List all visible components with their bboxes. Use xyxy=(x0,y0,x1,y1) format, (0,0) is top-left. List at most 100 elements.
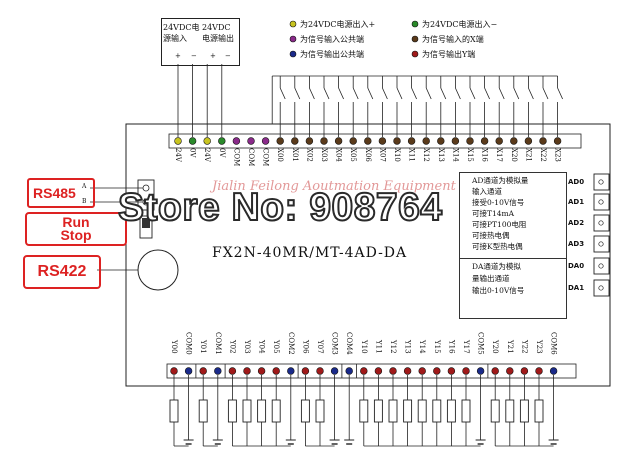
output-load xyxy=(257,399,267,423)
output-load xyxy=(315,399,325,423)
top-terminal-label: 0V xyxy=(217,148,226,158)
channel-da1: DA1 xyxy=(568,284,585,292)
power-label-box xyxy=(161,18,240,66)
top-terminal-com xyxy=(247,137,255,145)
rs485-connector xyxy=(137,179,155,211)
analog-pin xyxy=(598,220,604,226)
switch-blade xyxy=(498,87,505,100)
bottom-terminal-label: Y22 xyxy=(520,340,529,354)
bottom-terminal-label: Y07 xyxy=(316,340,324,354)
top-terminal-label: X14 xyxy=(451,148,460,162)
bottom-terminal-y02 xyxy=(228,367,237,375)
bottom-terminal-y12 xyxy=(389,367,397,375)
bottom-terminal-label: Y12 xyxy=(389,340,397,354)
top-terminal-com xyxy=(232,137,241,145)
top-terminal-0v xyxy=(188,137,197,145)
bottom-terminal-y13 xyxy=(403,367,412,375)
top-terminal-label: X10 xyxy=(393,148,401,162)
bottom-terminal-y14 xyxy=(418,367,426,375)
top-terminal-label: X23 xyxy=(553,148,562,162)
rs485-b-label: B xyxy=(82,198,87,205)
top-terminal-x06 xyxy=(364,137,372,145)
bottom-terminal-label: Y13 xyxy=(403,340,412,354)
top-terminal-x05 xyxy=(349,137,357,145)
top-terminal-label: COM xyxy=(232,148,241,167)
channel-da0: DA0 xyxy=(568,262,585,270)
da-line-2: 量输出通道 xyxy=(472,274,510,283)
top-terminal-x22 xyxy=(539,137,547,145)
output-load xyxy=(300,399,310,423)
top-terminal-label: X02 xyxy=(305,148,314,162)
top-terminal-x21 xyxy=(524,137,533,145)
switch-blade xyxy=(396,87,403,100)
bottom-terminal-label: Y11 xyxy=(374,340,383,354)
top-terminal-label: X21 xyxy=(524,148,533,162)
bottom-terminal-y05 xyxy=(272,367,280,375)
bottom-terminal-label: Y10 xyxy=(359,340,368,354)
bottom-terminal-label: Y16 xyxy=(447,340,456,354)
bottom-terminal-com3 xyxy=(330,367,339,375)
bottom-terminal-label: Y14 xyxy=(418,340,427,354)
stop-text: Stop xyxy=(60,227,92,243)
output-load xyxy=(359,399,369,423)
legend-item-4: 为信号输入的X端 xyxy=(422,35,484,44)
bottom-terminal-com0 xyxy=(184,367,193,375)
legend-dot xyxy=(411,35,419,43)
bottom-terminal-y17 xyxy=(462,367,470,375)
bottom-terminal-label: COM4 xyxy=(345,332,354,355)
top-terminal-strip xyxy=(168,133,582,149)
bottom-terminal-label: Y06 xyxy=(301,340,310,354)
power-input-label: 24VDC电源输入 xyxy=(163,23,200,43)
channel-ad3: AD3 xyxy=(568,240,585,248)
bottom-terminal-y20 xyxy=(491,367,499,375)
analog-pin xyxy=(598,199,604,205)
bottom-terminal-y10 xyxy=(360,367,368,375)
rs422-port-label: RS422 xyxy=(23,255,101,289)
output-load xyxy=(198,399,208,423)
top-terminal-label: X03 xyxy=(320,148,328,162)
top-terminal-x23 xyxy=(553,137,562,145)
bottom-terminal-label: COM2 xyxy=(286,332,295,355)
top-terminal-24v xyxy=(203,137,211,145)
top-terminal-label: X20 xyxy=(509,148,518,162)
bottom-terminal-y04 xyxy=(257,367,266,375)
top-terminal-label: 0V xyxy=(188,148,197,158)
bottom-terminal-y16 xyxy=(447,367,456,375)
bottom-terminal-y15 xyxy=(433,367,441,375)
bottom-terminal-com5 xyxy=(476,367,485,375)
rs485-a-label: A xyxy=(82,183,87,190)
output-load xyxy=(534,399,544,423)
bottom-terminal-y01 xyxy=(199,367,207,375)
bottom-terminal-label: COM6 xyxy=(549,332,558,355)
output-load xyxy=(461,399,471,423)
manufacturer-name: Jialin Feilong Aoutmation Equipment xyxy=(212,179,456,194)
top-terminal-label: X04 xyxy=(334,148,343,162)
bottom-terminal-label: Y20 xyxy=(491,340,500,354)
bottom-terminal-label: Y17 xyxy=(462,340,470,354)
top-terminal-x04 xyxy=(334,137,343,145)
top-terminal-label: X06 xyxy=(363,148,372,162)
ad-line-6: 可接热电偶 xyxy=(472,231,510,240)
switch-blade xyxy=(469,87,476,100)
top-terminal-label: X00 xyxy=(276,148,285,162)
top-terminal-label: X11 xyxy=(407,148,416,162)
bottom-terminal-y22 xyxy=(520,367,529,375)
bottom-terminal-label: Y21 xyxy=(505,340,514,354)
switch-blade xyxy=(557,87,563,100)
run-stop-toggle xyxy=(142,218,150,228)
ad-line-2: 输入通道 xyxy=(472,187,502,196)
top-terminal-label: X01 xyxy=(290,148,299,162)
top-terminal-x13 xyxy=(437,137,445,145)
switch-blade xyxy=(440,87,447,100)
legend-item-5: 为信号输出公共端 xyxy=(300,50,364,59)
legend-dot xyxy=(411,50,419,58)
ad-line-7: 可接K型热电偶 xyxy=(472,242,523,251)
legend-item-6: 为信号输出Y端 xyxy=(422,50,476,59)
legend-item-3: 为信号输入公共端 xyxy=(300,35,364,44)
top-terminal-x12 xyxy=(422,137,430,145)
bottom-terminal-label: Y03 xyxy=(243,340,251,354)
legend-dot xyxy=(289,20,297,28)
switch-blade xyxy=(542,87,549,100)
top-terminal-label: COM xyxy=(261,148,270,167)
switch-blade xyxy=(279,87,286,100)
